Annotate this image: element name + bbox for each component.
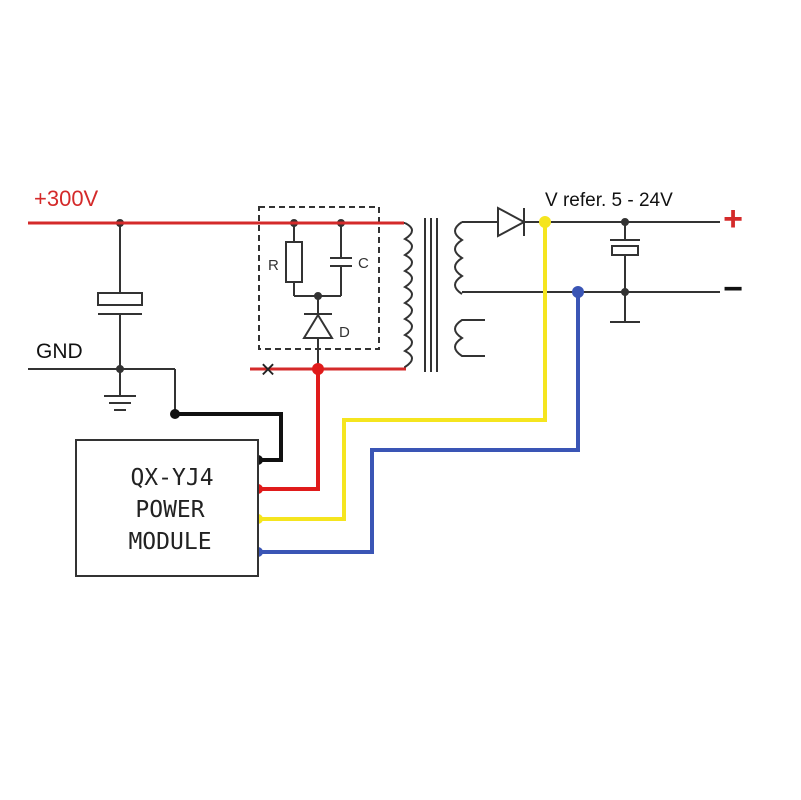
diode-label: D (339, 324, 350, 341)
red-wire (258, 369, 320, 491)
output-capacitor (611, 245, 639, 256)
transformer-core (424, 218, 438, 372)
blue-dot-output (572, 286, 584, 298)
red-dot-snubber (312, 363, 324, 375)
auxiliary-winding (454, 319, 485, 357)
gnd-label: GND (36, 340, 83, 363)
plus-terminal-label: + (723, 200, 743, 238)
minus-terminal-label: − (723, 270, 743, 308)
resistor-label: R (268, 257, 279, 274)
supply-label: +300V (34, 186, 99, 211)
module-name: QX-YJ4 (130, 465, 213, 491)
secondary-winding (454, 221, 464, 295)
blue-wire (258, 292, 580, 554)
power-module-box (75, 439, 259, 577)
resistor (285, 241, 303, 283)
capacitor-label: C (358, 255, 369, 272)
black-dot-gnd (170, 409, 180, 419)
black-wire (175, 412, 283, 462)
output-diode (497, 206, 527, 238)
ground-symbol (104, 395, 136, 411)
primary-winding (402, 222, 413, 369)
snubber-diode (302, 313, 334, 339)
yellow-dot-output (539, 216, 551, 228)
yellow-wire (258, 222, 547, 521)
schematic (28, 206, 720, 414)
input-capacitor (97, 292, 143, 306)
module-power-label: POWER (135, 497, 204, 523)
vref-label: V refer. 5 - 24V (545, 190, 673, 211)
module-module-label: MODULE (128, 529, 211, 555)
cut-mark: × (260, 354, 275, 384)
